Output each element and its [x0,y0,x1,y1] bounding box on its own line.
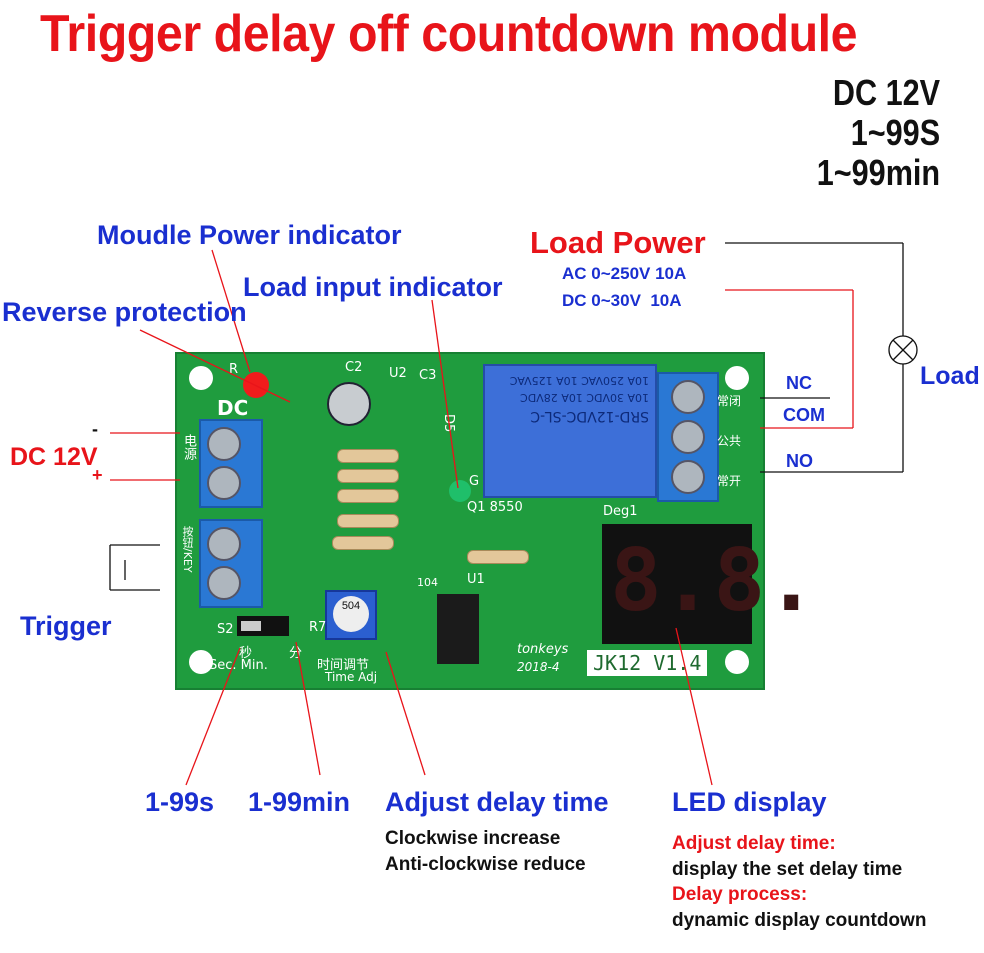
led-display: 8.8. [602,524,817,644]
callout-load-indicator [431,299,459,489]
silk-time-adj: Time Adj [325,670,378,684]
mount-hole [189,366,213,390]
callout-min [295,641,321,776]
label-led-process-title: Delay process: [672,884,808,905]
spec-minutes: 1~99min [816,152,940,193]
silk-u2: U2 [389,366,407,381]
silk-c3: C3 [419,368,437,383]
ic-chip [437,594,479,664]
silk-g: G [469,474,480,489]
label-anticlockwise: Anti-clockwise reduce [385,854,586,875]
resistor [337,489,399,503]
resistor [337,514,399,528]
silk-dc: DC [217,396,249,420]
label-sec-range: 1-99s [145,787,215,817]
label-power-indicator: Moudle Power indicator [97,220,402,250]
silk-u1: U1 [467,572,485,587]
label-led-process-desc: dynamic display countdown [672,910,927,931]
label-dc-rating: DC 0~30V 10A [562,291,682,310]
resistor [337,449,399,463]
silk-no: 常开 [717,474,742,488]
label-clockwise: Clockwise increase [385,828,561,849]
relay: SRD-12VDC-SL-C 10A 30VDC 10A 28VDC 10A 2… [483,364,657,498]
label-no: NO [786,451,813,471]
label-nc: NC [786,373,812,393]
callout-adjust [385,651,426,776]
resistor [337,469,399,483]
silk-key: 按钮/KEY [181,526,194,573]
label-minus: - [92,419,98,439]
potentiometer[interactable]: 504 [325,590,377,640]
relay-terminal [657,372,719,502]
callout-power-indicator [211,249,251,373]
label-load: Load [920,362,980,390]
callout-sec [185,647,241,786]
label-com: COM [783,405,825,425]
resistor [332,536,394,550]
key-terminal [199,519,263,608]
silk-c2: C2 [345,360,363,375]
silk-brand: tonkeys [517,642,569,657]
jumper-s2[interactable] [237,616,289,636]
silk-time-adj-cn: 时间调节 [317,658,370,673]
label-trigger: Trigger [20,611,112,641]
label-plus: + [92,465,103,485]
version-label: JK12 V1.4 [587,650,708,676]
spec-voltage: DC 12V [832,72,940,113]
load-led [449,480,471,502]
title: Trigger delay off countdown module [40,5,858,63]
pcb-board: DC 电源 按钮/KEY R C2 U2 C3 D5 G Q1 8550 SRD… [175,352,817,690]
label-load-indicator: Load input indicator [243,272,503,302]
silk-power: 电源 [181,434,196,460]
label-reverse-protection: Reverse protection [2,297,247,327]
silk-r7: R7 [309,620,327,635]
silk-q1: Q1 8550 [467,500,523,515]
silk-date: 2018-4 [517,660,560,674]
silk-com: 公共 [717,434,742,448]
label-led-adjust-title: Adjust delay time: [672,833,836,854]
label-ac-rating: AC 0~250V 10A [562,264,687,283]
mount-hole [725,366,749,390]
resistor [467,550,529,564]
callout-reverse-protection [139,329,291,403]
label-min-range: 1-99min [248,787,351,817]
silk-nc: 常闭 [717,394,742,408]
label-adjust: Adjust delay time [385,787,609,817]
pot-label: 504 [333,596,369,632]
silk-sec-min: Sec. Min. [209,658,268,673]
label-led-adjust-desc: display the set delay time [672,859,903,880]
display-digits: 8.8. [610,531,818,631]
capacitor [327,382,371,426]
mount-hole [725,650,749,674]
silk-sec-cn: 秒 [239,646,253,661]
label-dc12v: DC 12V [10,443,98,471]
power-terminal [199,419,263,508]
silk-s2: S2 [217,622,234,637]
silk-cap: 104 [417,576,438,589]
silk-r: R [229,362,239,377]
spec-seconds: 1~99S [850,112,940,153]
label-led: LED display [672,787,827,817]
label-load-power: Load Power [530,225,706,260]
mount-hole [189,650,213,674]
callout-led [675,627,713,786]
silk-deg1: Deg1 [603,504,638,519]
